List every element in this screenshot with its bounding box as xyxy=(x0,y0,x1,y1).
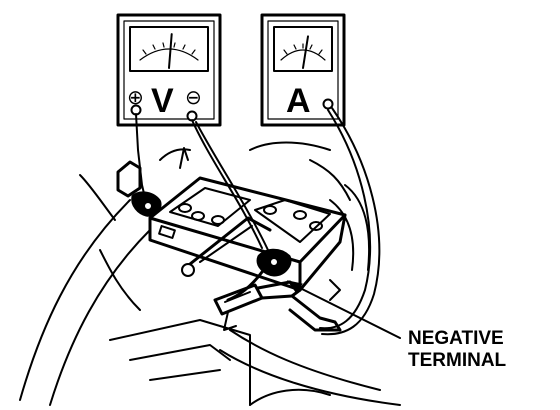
battery-cell-panel-right xyxy=(254,199,331,243)
ammeter-lead xyxy=(319,109,372,330)
vent-cap xyxy=(178,203,192,213)
voltmeter-body xyxy=(116,13,222,127)
clip-lower-tab xyxy=(223,311,237,331)
ammeter-dial-window xyxy=(273,26,333,72)
ammeter-letter: A xyxy=(286,82,311,120)
ammeter-scale-arc xyxy=(280,49,326,61)
left-hose-inner xyxy=(49,229,151,406)
ammeter-terminal xyxy=(322,98,334,110)
ammeter-bezel xyxy=(267,20,339,120)
ammeter: A xyxy=(260,13,346,127)
bottom-block-top xyxy=(109,319,251,406)
bottom-block-mid xyxy=(129,344,231,361)
top-clip xyxy=(179,147,189,169)
bottom-block-low xyxy=(149,369,221,381)
callout-label-line2: TERMINAL xyxy=(408,350,507,371)
hold-down-strap xyxy=(183,216,272,270)
voltmeter-bezel xyxy=(123,20,215,120)
positive-terminal-bolt xyxy=(143,201,153,211)
clip-handle-left-grip xyxy=(224,291,251,303)
top-line-1 xyxy=(159,148,191,161)
positive-terminal-assembly xyxy=(116,160,162,217)
vent-cap xyxy=(263,205,277,215)
voltmeter-letter: V xyxy=(151,82,174,120)
ammeter-lead-2 xyxy=(321,107,381,336)
ammeter-scale-ticks xyxy=(283,43,323,55)
battery-front-label xyxy=(158,225,176,239)
positive-terminal-boot xyxy=(116,160,142,198)
bottom-hose-2 xyxy=(219,349,401,406)
negative-terminal-callout: NEGATIVE TERMINAL xyxy=(286,280,507,371)
voltmeter-negative-lead xyxy=(191,119,263,249)
hold-down-strap-inner xyxy=(199,225,253,263)
ammeter-body xyxy=(260,13,346,127)
negative-terminal-bolt xyxy=(269,257,279,267)
vent-cap xyxy=(191,211,205,221)
clip-handle-left xyxy=(213,283,264,316)
hold-down-bolt xyxy=(181,263,195,277)
callout-label-line1: NEGATIVE xyxy=(408,328,504,349)
voltmeter-negative-lead-2 xyxy=(195,121,269,251)
vent-cap xyxy=(309,221,323,231)
battery xyxy=(148,176,347,292)
vent-cap xyxy=(293,210,307,220)
vent-cap xyxy=(211,215,225,225)
callout-leader-line xyxy=(291,283,401,339)
voltmeter-dial-window xyxy=(129,26,209,72)
right-hose-inner xyxy=(329,199,355,271)
left-hose-outer xyxy=(19,199,131,401)
bottom-hose-3 xyxy=(249,388,331,406)
left-line xyxy=(99,249,141,311)
voltmeter-scale-ticks xyxy=(142,42,196,55)
top-line-2 xyxy=(249,141,331,151)
ammeter-needle xyxy=(302,35,309,69)
callout-arrowhead xyxy=(286,280,303,293)
test-leads xyxy=(135,107,381,336)
battery-cell-panel-left xyxy=(169,187,251,227)
battery-side xyxy=(298,213,347,292)
right-tab xyxy=(329,279,341,301)
voltmeter-positive-lead xyxy=(135,113,147,203)
ammeter-clamp xyxy=(213,280,342,332)
voltmeter-negative-sign: ⊖ xyxy=(185,85,202,109)
bottom-hose-1 xyxy=(229,329,381,391)
left-bracket xyxy=(79,174,116,221)
battery-front xyxy=(148,216,302,292)
voltmeter-positive-sign: ⊕ xyxy=(127,85,144,109)
voltmeter-needle xyxy=(168,33,173,69)
voltmeter: ⊕ V ⊖ xyxy=(116,13,222,127)
voltmeter-scale-arc xyxy=(139,48,199,61)
top-right-line xyxy=(309,159,351,201)
clip-body-right xyxy=(288,294,342,332)
